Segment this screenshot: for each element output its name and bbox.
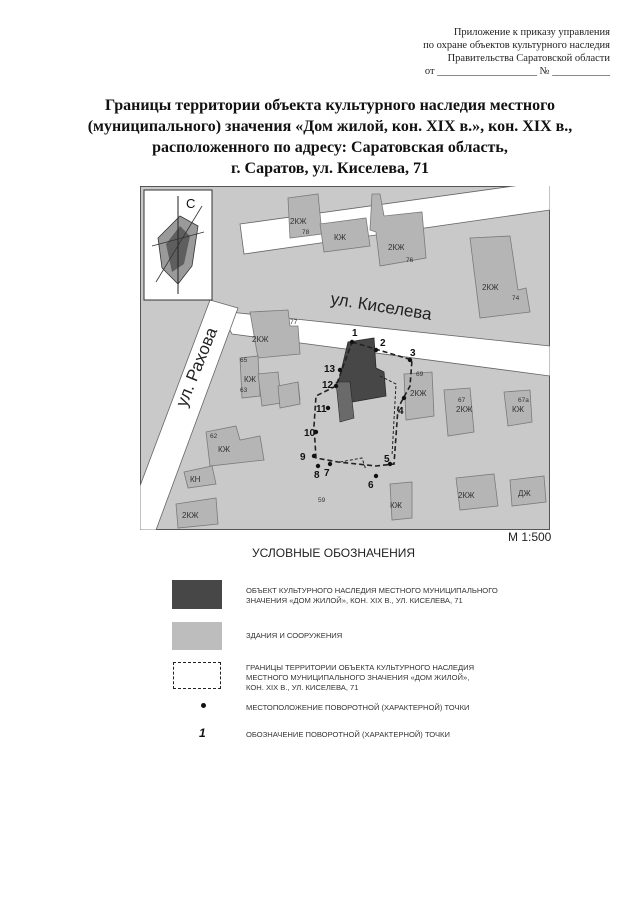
header-line: Приложение к приказу управления <box>453 27 610 38</box>
legend-swatch-buildings <box>172 622 222 650</box>
legend-line: МЕСТНОГО МУНИЦИПАЛЬНОГО ЗНАЧЕНИЯ «ДОМ ЖИ… <box>246 673 470 682</box>
building-label: КН <box>190 475 201 484</box>
point-number: 11 <box>316 404 327 415</box>
building-label: КЖ <box>334 233 347 242</box>
building-label: КЖ <box>390 501 403 510</box>
point-number: 5 <box>384 454 390 465</box>
point-number: 9 <box>300 452 306 463</box>
boundary-point-dots <box>311 339 413 479</box>
legend-heritage-text: ОБЪЕКТ КУЛЬТУРНОГО НАСЛЕДИЯ МЕСТНОГО МУН… <box>246 586 546 606</box>
point-number: 10 <box>304 428 316 439</box>
building-labels: 2КЖ КЖ 2КЖ 2КЖ 2КЖ КЖ 2КЖ 2КЖ КЖ КЖ 2КЖ … <box>182 217 531 520</box>
building-label: КЖ <box>218 445 231 454</box>
title-line: (муниципального) значения «Дом жилой, ко… <box>87 118 573 135</box>
house-numbers: 78 76 74 77 69 67 67а 65 63 62 59 <box>210 229 529 504</box>
legend-buildings-text: ЗДАНИЯ И СООРУЖЕНИЯ <box>246 631 343 640</box>
north-arrow-inset: С <box>143 189 213 301</box>
house-number: 67а <box>518 397 529 404</box>
point-number: 2 <box>380 338 386 349</box>
house-number: 78 <box>302 229 310 236</box>
territory-boundary[interactable] <box>313 341 413 467</box>
header-line: по охране объектов культурного наследия <box>423 40 610 51</box>
building-label: 2КЖ <box>482 283 499 292</box>
legend-title: УСЛОВНЫЕ ОБОЗНАЧЕНИЯ <box>252 546 416 560</box>
point-number: 12 <box>322 380 334 391</box>
map-scale: М 1:500 <box>508 530 552 544</box>
legend-point-number-example: 1 <box>199 726 206 740</box>
building-label: КЖ <box>512 405 525 414</box>
point-number: 4 <box>398 406 404 417</box>
title-line: расположенного по адресу: Саратовская об… <box>152 139 508 156</box>
house-number: 59 <box>318 497 326 504</box>
header-line: Правительства Саратовской области <box>447 53 610 64</box>
north-label: С <box>186 196 195 211</box>
document-title: Границы территории объекта культурного н… <box>60 95 600 179</box>
house-number: 67 <box>458 397 466 404</box>
building-label: 2КЖ <box>290 217 307 226</box>
point-number: 1 <box>352 328 358 339</box>
building-label: ДЖ <box>518 489 531 498</box>
title-line: г. Саратов, ул. Киселева, 71 <box>231 160 429 177</box>
house-number: 65 <box>240 357 248 364</box>
building-label: 2КЖ <box>252 335 269 344</box>
legend-boundary-text: ГРАНИЦЫ ТЕРРИТОРИИ ОБЪЕКТА КУЛЬТУРНОГО Н… <box>246 663 546 693</box>
legend-swatch-boundary <box>173 662 221 689</box>
building-label: 2КЖ <box>182 511 199 520</box>
legend-point-location-text: МЕСТОПОЛОЖЕНИЕ ПОВОРОТНОЙ (ХАРАКТЕРНОЙ) … <box>246 703 470 712</box>
legend-line: ОБЪЕКТ КУЛЬТУРНОГО НАСЛЕДИЯ МЕСТНОГО МУН… <box>246 586 498 595</box>
point-number: 13 <box>324 364 336 375</box>
house-number: 63 <box>240 387 248 394</box>
point-number: 3 <box>410 348 416 359</box>
approval-header: Приложение к приказу управления по охран… <box>330 26 610 78</box>
house-number: 69 <box>416 371 424 378</box>
title-line: Границы территории объекта культурного н… <box>105 97 555 114</box>
legend-line: ЗНАЧЕНИЯ «ДОМ ЖИЛОЙ», КОН. XIX В., УЛ. К… <box>246 596 463 605</box>
road-rakhova <box>140 299 239 530</box>
cadastral-map: С <box>140 186 550 530</box>
legend-swatch-heritage <box>172 580 222 609</box>
house-number: 74 <box>512 295 520 302</box>
legend-line: ГРАНИЦЫ ТЕРРИТОРИИ ОБЪЕКТА КУЛЬТУРНОГО Н… <box>246 663 475 672</box>
house-number: 62 <box>210 433 218 440</box>
legend-line: КОН. XIX В., УЛ. КИСЕЛЕВА, 71 <box>246 683 359 692</box>
legend-point-dot-icon <box>201 703 206 708</box>
building-label: 2КЖ <box>410 389 427 398</box>
building-label: 2КЖ <box>456 405 473 414</box>
building-label: 2КЖ <box>458 491 475 500</box>
header-line: от ___________________ № ___________ <box>424 66 610 77</box>
house-number: 76 <box>406 257 414 264</box>
legend-point-designation-text: ОБОЗНАЧЕНИЕ ПОВОРОТНОЙ (ХАРАКТЕРНОЙ) ТОЧ… <box>246 730 450 739</box>
house-number: 77 <box>290 319 298 326</box>
building-label: КЖ <box>244 375 257 384</box>
boundary-point-numbers: 1 2 3 4 5 6 7 8 9 10 11 12 13 <box>300 328 416 491</box>
building-label: 2КЖ <box>388 243 405 252</box>
buildings <box>175 193 547 529</box>
point-number: 8 <box>314 470 320 481</box>
point-number: 6 <box>368 480 374 491</box>
point-number: 7 <box>324 468 330 479</box>
